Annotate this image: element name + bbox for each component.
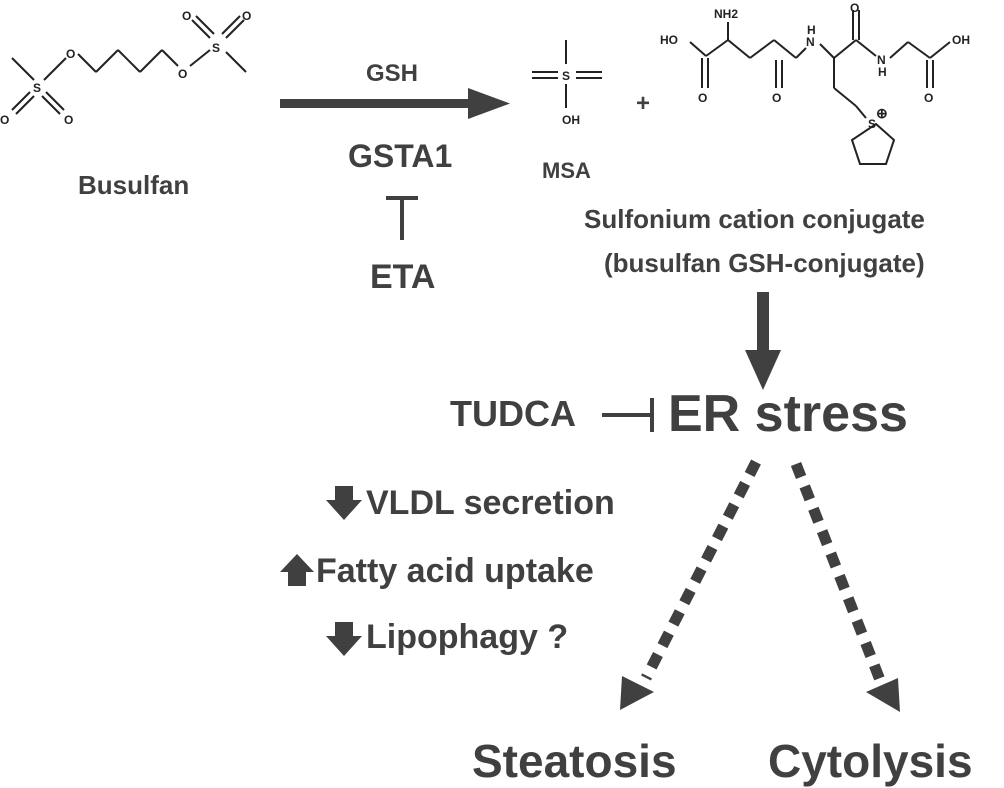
busulfan-s-left: S [33, 81, 41, 95]
conjugate-s-plus: S [868, 117, 876, 131]
conjugate-ho-left: HO [660, 33, 678, 47]
busulfan-o-4: O [242, 9, 251, 23]
dashed-arrow-cytolysis [790, 462, 900, 712]
outcome-cytolysis: Cytolysis [768, 735, 973, 787]
conjugate-nh-1-h: H [807, 23, 816, 37]
conjugate-nh-2-h: H [878, 65, 887, 79]
conjugate-name-line2: (busulfan GSH-conjugate) [604, 248, 925, 278]
reagent-gsh-label: GSH [366, 60, 419, 87]
sulfonium-charge-icon: ⊕ [876, 105, 888, 121]
conjugate-oh-right: OH [952, 33, 970, 47]
er-stress-label: ER stress [668, 385, 908, 443]
reaction-arrow [280, 88, 510, 119]
busulfan-label: Busulfan [78, 170, 190, 200]
conjugate-o-2: O [772, 91, 781, 105]
down-arrow-to-er-stress [745, 292, 781, 390]
down-arrow-icon [326, 486, 362, 520]
busulfan-o-ester-left: O [66, 47, 75, 61]
conjugate-o-1: O [698, 91, 707, 105]
msa-label: MSA [542, 158, 591, 183]
tudca-label: TUDCA [450, 393, 576, 434]
busulfan-s-right: S [212, 41, 220, 55]
up-arrow-icon [280, 554, 314, 586]
conjugate-name-line1: Sulfonium cation conjugate [584, 204, 925, 234]
busulfan-atoms: S O O O O S O O [0, 9, 251, 127]
conjugate-o-3: O [850, 1, 859, 15]
msa-oh: OH [562, 113, 580, 127]
busulfan-o-ester-right: O [178, 67, 187, 81]
busulfan-o-2: O [64, 113, 73, 127]
busulfan-o-1: O [0, 113, 9, 127]
effect-vldl-secretion: VLDL secretion [366, 484, 615, 522]
enzyme-gsta1-label: GSTA1 [348, 138, 453, 174]
conjugate-o-4: O [924, 91, 933, 105]
conjugate-nh-2-n: N [877, 53, 886, 67]
conjugate-structure [689, 10, 951, 165]
down-arrow-icon [326, 622, 362, 656]
effect-fatty-acid-uptake: Fatty acid uptake [316, 552, 594, 590]
msa-structure [532, 40, 602, 108]
msa-atoms: S OH [562, 69, 580, 127]
inhibitor-eta-label: ETA [370, 258, 436, 296]
outcome-steatosis: Steatosis [472, 735, 677, 787]
conjugate-nh-1-n: N [806, 35, 815, 49]
dashed-arrow-steatosis [620, 459, 761, 710]
plus-sign: + [636, 90, 651, 117]
eta-inhibition-bar [386, 196, 418, 240]
busulfan-o-3: O [182, 9, 191, 23]
msa-s: S [562, 69, 570, 83]
conjugate-atoms: HO O NH2 O N H O N H O OH S ⊕ [660, 1, 970, 131]
effect-lipophagy: Lipophagy ? [366, 618, 569, 656]
conjugate-nh2: NH2 [714, 7, 738, 21]
tudca-inhibition-bar [602, 398, 654, 432]
busulfan-structure [11, 15, 247, 115]
